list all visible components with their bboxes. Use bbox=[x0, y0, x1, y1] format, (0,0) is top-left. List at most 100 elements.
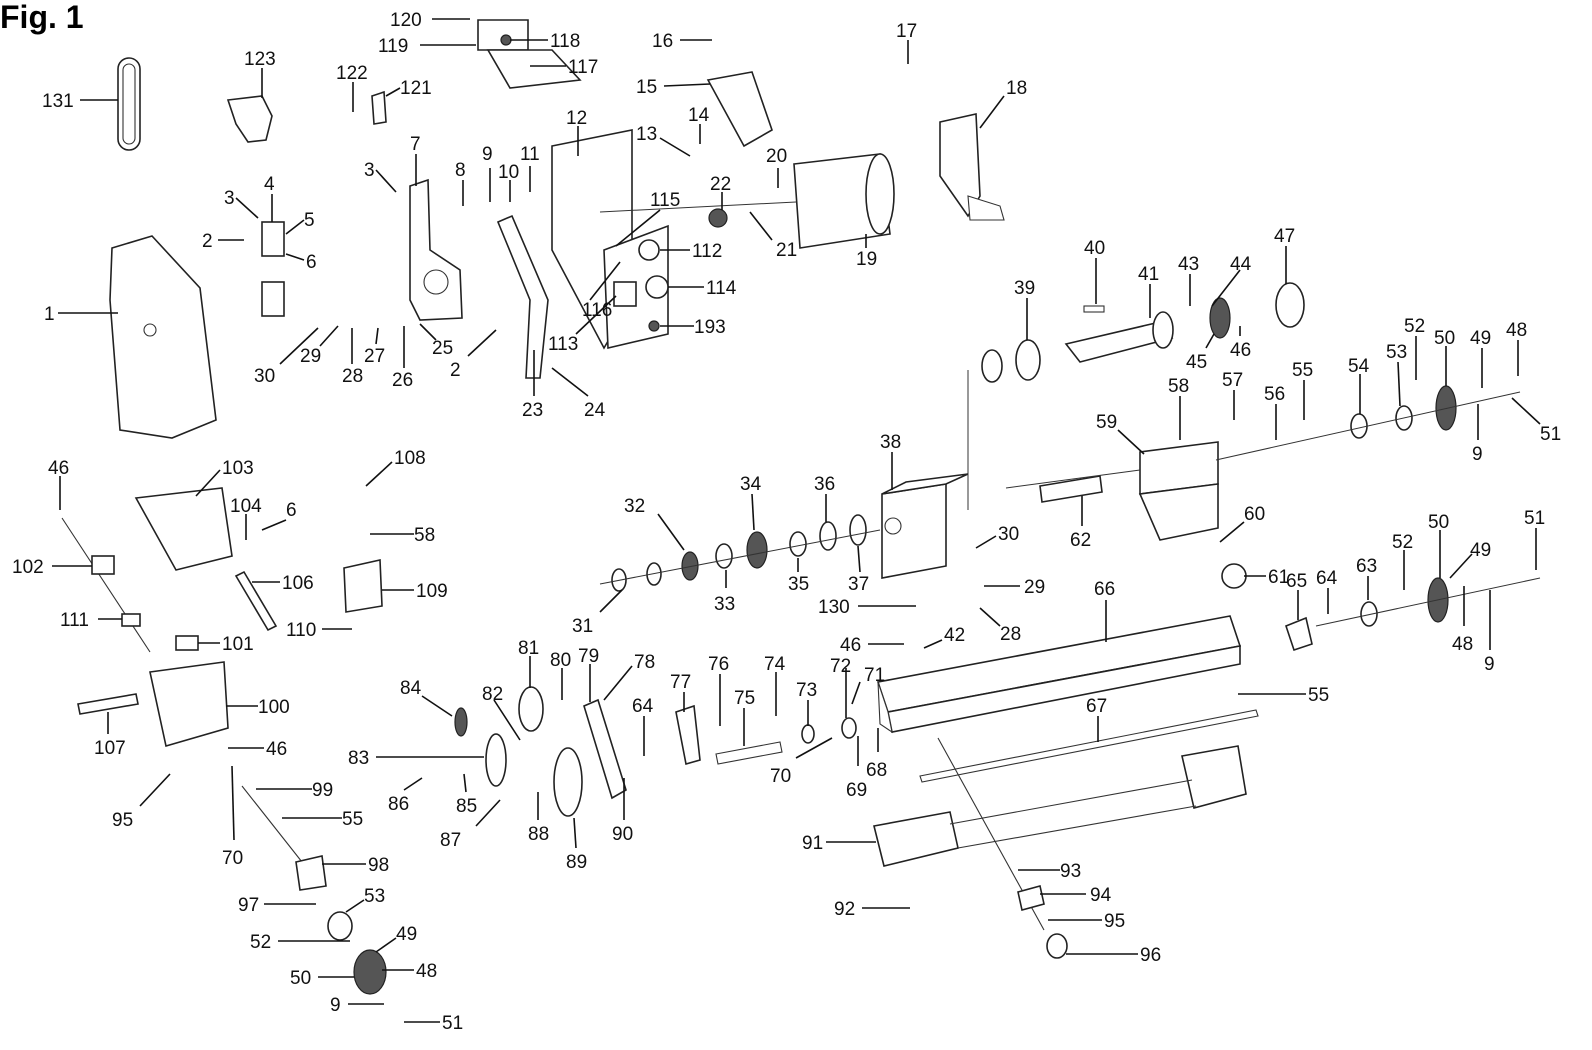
callout-label: 2 bbox=[202, 231, 213, 252]
cover-hole bbox=[143, 323, 157, 337]
gear-53b bbox=[327, 911, 353, 941]
motor-end bbox=[865, 153, 895, 235]
bracket-94 bbox=[1017, 885, 1045, 911]
callout-label: 73 bbox=[796, 680, 817, 701]
callout-label: 131 bbox=[42, 91, 74, 112]
callout-label: 81 bbox=[518, 638, 539, 659]
callout-label: 29 bbox=[300, 346, 321, 367]
callout-label: 120 bbox=[390, 10, 422, 31]
callout-label: 51 bbox=[1524, 508, 1545, 529]
gear-84 bbox=[454, 707, 468, 737]
leader-87 bbox=[475, 799, 501, 827]
bed-foot-right bbox=[1181, 745, 1247, 809]
callout-label: 72 bbox=[830, 656, 851, 677]
bracket-65 bbox=[1285, 616, 1313, 652]
callout-label: 15 bbox=[636, 77, 657, 98]
leader-13 bbox=[659, 137, 691, 157]
callout-label: 67 bbox=[1086, 696, 1107, 717]
shaft-75 bbox=[715, 741, 783, 765]
gear-50a bbox=[1435, 385, 1457, 431]
callout-label: 6 bbox=[306, 252, 317, 273]
leader-44 bbox=[1211, 269, 1241, 307]
leader-51a bbox=[1511, 397, 1541, 425]
callout-label: 23 bbox=[522, 400, 543, 421]
callout-label: 86 bbox=[388, 794, 409, 815]
callout-label: 52 bbox=[250, 932, 271, 953]
collar-72 bbox=[841, 717, 857, 739]
belt-cover-15 bbox=[706, 71, 773, 148]
spacer-35 bbox=[789, 531, 807, 557]
handwheel-61 bbox=[1221, 563, 1247, 589]
callout-label: 47 bbox=[1274, 226, 1295, 247]
motor-body bbox=[793, 153, 891, 249]
callout-label: 59 bbox=[1096, 412, 1117, 433]
leader-113 bbox=[575, 295, 617, 335]
leader-49c bbox=[1449, 553, 1473, 579]
callout-label: 64 bbox=[632, 696, 654, 717]
callout-label: 118 bbox=[550, 31, 580, 52]
leader-89 bbox=[573, 817, 577, 849]
callout-label: 9 bbox=[1472, 444, 1483, 465]
callout-label: 29 bbox=[1024, 577, 1045, 598]
callout-label: 48 bbox=[1506, 320, 1527, 341]
key-40 bbox=[1083, 305, 1105, 313]
callout-label: 27 bbox=[364, 346, 385, 367]
callout-label: 102 bbox=[12, 557, 44, 578]
leader-30a bbox=[279, 327, 319, 365]
callout-label: 82 bbox=[482, 684, 503, 705]
leader-108 bbox=[365, 461, 393, 487]
control-knob-112 bbox=[638, 239, 660, 261]
leader-30b bbox=[975, 535, 997, 549]
callout-label: 68 bbox=[866, 760, 887, 781]
lathe-bed-end bbox=[877, 681, 893, 734]
callout-label: 74 bbox=[764, 654, 786, 675]
callout-label: 55 bbox=[1292, 360, 1313, 381]
bearing-37 bbox=[849, 514, 867, 546]
callout-label: 35 bbox=[788, 574, 809, 595]
motor-pulley bbox=[708, 208, 728, 228]
callout-label: 80 bbox=[550, 650, 571, 671]
callout-label: 115 bbox=[650, 190, 680, 211]
bracket-hole bbox=[423, 269, 449, 295]
cross-screw bbox=[61, 517, 151, 653]
callout-label: 90 bbox=[612, 824, 633, 845]
callout-label: 34 bbox=[740, 474, 762, 495]
callout-label: 40 bbox=[1084, 238, 1105, 259]
control-button-193 bbox=[648, 320, 660, 332]
callout-label: 55 bbox=[342, 809, 363, 830]
handwheel-50 bbox=[353, 949, 387, 995]
callout-label: 84 bbox=[400, 678, 422, 699]
leader-2b bbox=[467, 329, 497, 357]
main-cover bbox=[109, 235, 217, 439]
spindle-pulley-44 bbox=[1209, 297, 1231, 339]
leader-31 bbox=[599, 589, 623, 613]
callout-label: 48 bbox=[416, 961, 437, 982]
callout-label: 70 bbox=[770, 766, 791, 787]
block-101 bbox=[175, 635, 199, 651]
callout-label: 42 bbox=[944, 625, 965, 646]
callout-label: 51 bbox=[1540, 424, 1561, 445]
callout-label: 85 bbox=[456, 796, 477, 817]
gear-32 bbox=[681, 551, 699, 581]
gib-107 bbox=[77, 693, 139, 715]
leader-24 bbox=[551, 367, 589, 397]
switch-cover bbox=[486, 49, 582, 89]
callout-label: 91 bbox=[802, 833, 823, 854]
leader-116 bbox=[589, 261, 621, 301]
bearing-39 bbox=[1015, 339, 1041, 381]
callout-label: 83 bbox=[348, 748, 369, 769]
callout-label: 11 bbox=[520, 144, 540, 165]
callout-label: 193 bbox=[694, 317, 726, 338]
axis-headstock-shaft bbox=[599, 529, 881, 585]
callout-label: 103 bbox=[222, 458, 254, 479]
leader-27 bbox=[375, 327, 379, 345]
bearing-33 bbox=[715, 543, 733, 569]
callout-label: 17 bbox=[896, 21, 917, 42]
callout-label: 5 bbox=[304, 210, 315, 231]
callout-label: 119 bbox=[378, 36, 408, 57]
leader-53a bbox=[1397, 361, 1401, 407]
headstock-bore bbox=[884, 517, 902, 535]
nut-111 bbox=[121, 613, 141, 627]
callout-label: 21 bbox=[776, 240, 797, 261]
